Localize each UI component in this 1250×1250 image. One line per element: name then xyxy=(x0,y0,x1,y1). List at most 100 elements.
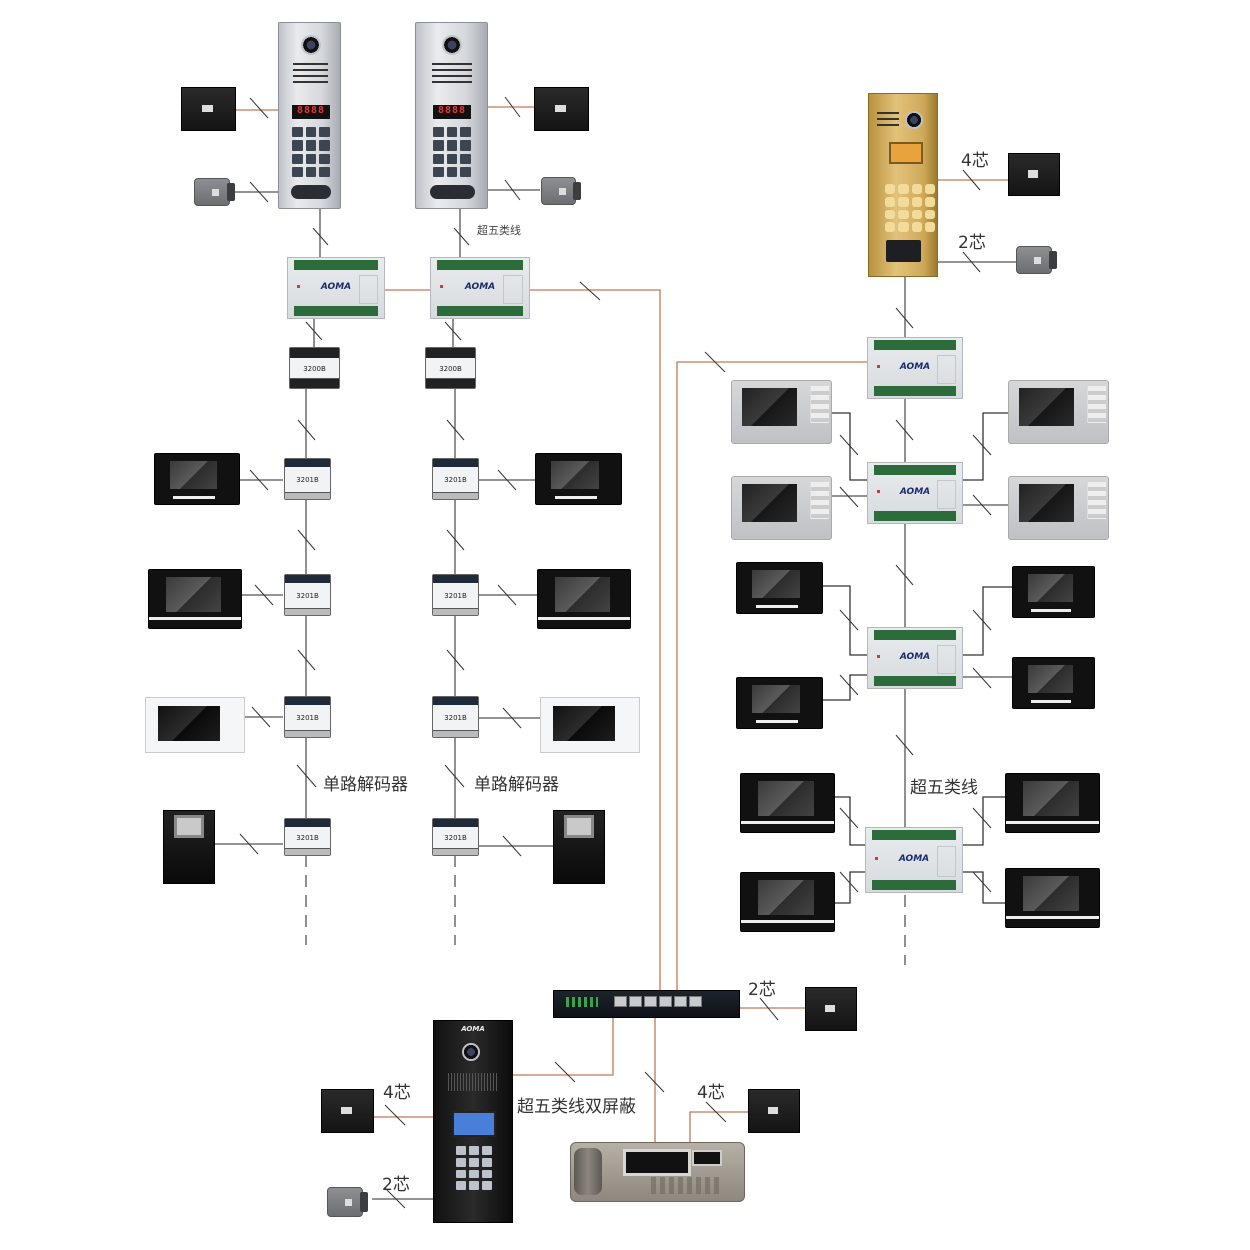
management-center-console xyxy=(570,1142,745,1202)
lcd-display xyxy=(889,142,923,164)
label-4core-console: 4芯 xyxy=(697,1083,725,1103)
status-leds xyxy=(566,997,598,1007)
ethernet-port xyxy=(629,996,642,1007)
camera-icon xyxy=(301,35,321,55)
console-main-screen xyxy=(622,1148,692,1176)
label-cat5e-right: 超五类线 xyxy=(910,778,978,798)
camera-icon xyxy=(905,111,923,129)
keypad xyxy=(433,127,471,177)
riser-decoder-2: 3200B xyxy=(425,347,476,389)
video-distributor-right-3: AOMA xyxy=(867,627,963,689)
label-cat5e-small: 超五类线 xyxy=(477,224,521,237)
indoor-monitor-r3 xyxy=(540,697,640,753)
network-switch xyxy=(553,990,740,1018)
aoma-logo: AOMA xyxy=(899,362,931,372)
speaker-grille xyxy=(293,63,328,85)
floor-decoder-r1: 3201B xyxy=(432,458,479,500)
keypad xyxy=(456,1146,492,1190)
aoma-logo: AOMA xyxy=(320,282,352,292)
indoor-monitor-black-1 xyxy=(736,562,823,614)
aoma-logo: AOMA xyxy=(461,1025,485,1033)
device-code: 3201B xyxy=(444,591,467,600)
floor-decoder-r4: 3201B xyxy=(432,818,479,856)
speaker-grille xyxy=(432,63,472,85)
camera-icon xyxy=(442,35,462,55)
label-2core-switch: 2芯 xyxy=(748,980,776,1000)
device-code: 3200B xyxy=(303,364,326,373)
electric-lock-2 xyxy=(541,177,581,205)
power-supply-2 xyxy=(534,87,589,131)
aoma-logo: AOMA xyxy=(898,853,930,864)
label-4core-gold: 4芯 xyxy=(961,151,989,171)
wire-rl2-c xyxy=(963,586,1012,656)
floor-decoder-l2: 3201B xyxy=(284,574,331,616)
indoor-monitor-gray-1 xyxy=(731,380,832,444)
label-decoder-right: 单路解码器 xyxy=(474,775,559,795)
label-2core-mgmt: 2芯 xyxy=(382,1175,410,1195)
power-supply-mgmt xyxy=(321,1089,374,1133)
floor-decoder-l4: 3201B xyxy=(284,818,331,856)
card-reader xyxy=(886,240,921,262)
video-distributor-right-1: AOMA xyxy=(867,337,963,399)
device-code: 3200B xyxy=(439,364,462,373)
ethernet-port xyxy=(674,996,687,1007)
outdoor-panel-1: 8888 xyxy=(278,22,341,209)
wire-rl3-a xyxy=(835,796,867,846)
wire-rl3-b xyxy=(835,871,867,904)
console-keypad xyxy=(650,1176,720,1195)
floor-decoder-l3: 3201B xyxy=(284,696,331,738)
indoor-monitor-black-3 xyxy=(1012,566,1095,618)
ethernet-port xyxy=(614,996,627,1007)
electric-lock-gold xyxy=(1016,246,1057,274)
handset xyxy=(574,1147,603,1196)
aoma-logo: AOMA xyxy=(899,652,931,662)
indoor-monitor-glossy-2 xyxy=(740,872,835,932)
video-distributor-left-2: AOMA xyxy=(430,257,530,319)
wire-trunk-left xyxy=(530,289,661,995)
speaker-grille xyxy=(877,112,899,128)
wire-rl1-c xyxy=(963,412,1008,481)
label-decoder-left: 单路解码器 xyxy=(323,775,408,795)
camera-icon xyxy=(462,1043,480,1061)
device-code: 3201B xyxy=(296,834,319,843)
wire-console-power xyxy=(689,1111,748,1143)
wire-ticks xyxy=(239,96,992,1209)
label-4core-mgmt: 4芯 xyxy=(383,1083,411,1103)
wire-switch-to-panel xyxy=(502,1018,614,1076)
card-reader xyxy=(430,185,475,199)
wire-rl2-b xyxy=(823,674,867,701)
label-cat5e-shielded: 超五类线双屏蔽 xyxy=(517,1097,636,1117)
indoor-monitor-r4 xyxy=(553,810,605,884)
indoor-monitor-gray-4 xyxy=(1008,476,1109,540)
lcd-display xyxy=(452,1111,496,1137)
device-code: 3201B xyxy=(444,834,467,843)
floor-decoder-r2: 3201B xyxy=(432,574,479,616)
indoor-monitor-gray-2 xyxy=(731,476,832,540)
floor-decoder-r3: 3201B xyxy=(432,696,479,738)
video-distributor-left-1: AOMA xyxy=(287,257,385,319)
card-reader xyxy=(291,185,331,199)
indoor-monitor-l1 xyxy=(154,453,240,505)
digit-display: 8888 xyxy=(433,105,471,119)
ethernet-port xyxy=(689,996,702,1007)
keypad xyxy=(292,127,330,177)
device-code: 3201B xyxy=(444,475,467,484)
power-supply-1 xyxy=(181,87,236,131)
outdoor-panel-gold xyxy=(868,93,938,277)
indoor-monitor-l3 xyxy=(145,697,245,753)
floor-decoder-l1: 3201B xyxy=(284,458,331,500)
indoor-monitor-glossy-1 xyxy=(740,773,835,833)
power-supply-console xyxy=(748,1089,800,1133)
console-sub-screen xyxy=(692,1149,723,1166)
indoor-monitor-glossy-4 xyxy=(1005,868,1100,928)
label-2core-gold: 2芯 xyxy=(958,233,986,253)
wire-rl3-c xyxy=(963,796,1005,846)
ethernet-port xyxy=(659,996,672,1007)
indoor-monitor-l4 xyxy=(163,810,215,884)
wire-trunk-right xyxy=(676,361,867,995)
riser-decoder-1: 3200B xyxy=(289,347,340,389)
digit-display: 8888 xyxy=(292,105,330,119)
wire-rl1-a xyxy=(832,412,867,481)
electric-lock-1 xyxy=(194,178,235,206)
wire-rl2-a xyxy=(823,585,867,656)
